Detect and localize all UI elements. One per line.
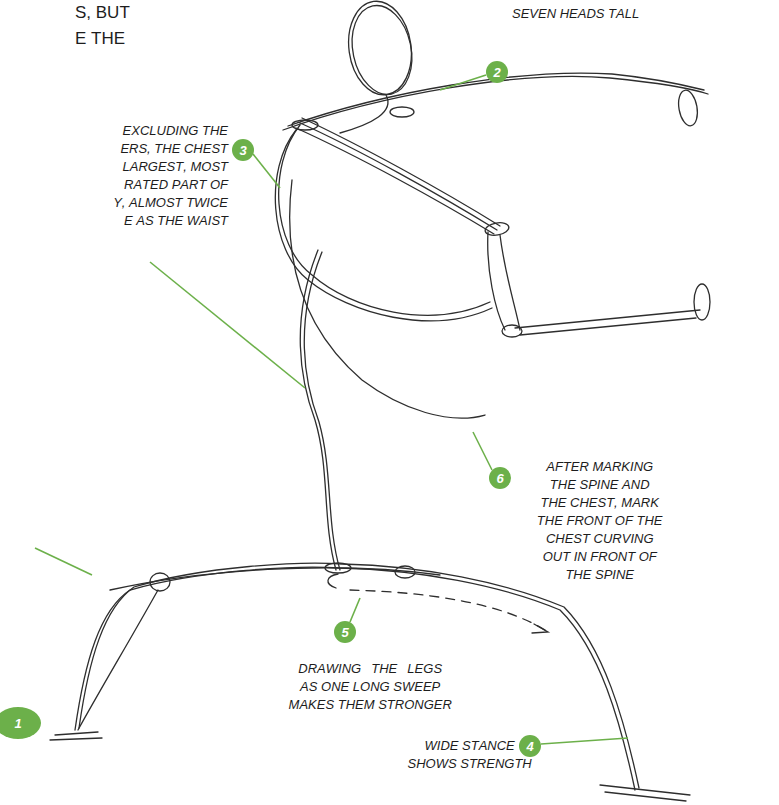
- callout-number: 6: [496, 472, 503, 485]
- leader-line: [440, 75, 486, 90]
- callout-text: S, BUT E THE: [75, 0, 138, 52]
- forearm-line: [515, 310, 700, 328]
- arm-line: [500, 235, 520, 330]
- leg-sweep: [75, 567, 635, 790]
- callout-number: 4: [526, 740, 533, 753]
- hip-joint: [395, 566, 415, 578]
- callout-badge: 3: [232, 139, 254, 161]
- hip-line: [110, 568, 440, 590]
- ground-line: [605, 792, 686, 801]
- hip-joint: [325, 563, 351, 573]
- hand-oval: [676, 89, 700, 128]
- callout-badge: 2: [486, 61, 508, 83]
- spine-line: [304, 252, 340, 570]
- arrow-head: [532, 624, 548, 633]
- forearm-line: [520, 318, 696, 335]
- leader-line: [150, 262, 305, 388]
- callout-text: EXCLUDING THE ERS, THE CHEST LARGEST, MO…: [111, 122, 229, 230]
- sketch-lines: [50, 0, 710, 801]
- chest-front: [290, 180, 485, 418]
- neck-joint: [390, 107, 414, 117]
- head-oval: [343, 0, 417, 99]
- callout-badge: 6: [489, 467, 511, 489]
- callout-badge: 5: [334, 621, 356, 643]
- elbow-joint: [502, 325, 522, 337]
- leader-line: [473, 432, 492, 470]
- ground-line: [55, 732, 98, 735]
- callout-badge: 4: [519, 735, 541, 757]
- callout-badge: 1: [0, 707, 41, 739]
- neck-line: [340, 95, 388, 133]
- callout-number: 3: [239, 144, 246, 157]
- hip-joint: [150, 573, 170, 591]
- hand-oval: [694, 284, 710, 320]
- sweep-arrow: [350, 590, 548, 632]
- chest-back: [275, 130, 492, 321]
- leader-line: [35, 548, 92, 575]
- callout-number: 5: [341, 626, 348, 639]
- leg-sweep: [79, 563, 639, 788]
- collar-line: [296, 128, 494, 234]
- leader-line: [350, 598, 360, 622]
- leader-lines: [35, 75, 628, 744]
- ground-line: [50, 738, 102, 740]
- leg-line: [78, 590, 158, 730]
- callout-text: SEVEN HEADS TALL: [512, 5, 639, 23]
- callout-number: 2: [493, 66, 500, 79]
- collar-line: [302, 118, 500, 226]
- collar-line: [298, 122, 497, 230]
- callout-text: DRAWING THE LEGS AS ONE LONG SWEEP MAKES…: [287, 660, 453, 714]
- leader-line: [541, 738, 628, 744]
- callout-text: AFTER MARKING THE SPINE AND THE CHEST, M…: [536, 458, 663, 584]
- sweep-arrow: [328, 574, 338, 588]
- shoulder-line: [283, 77, 708, 130]
- callout-number: 1: [14, 717, 21, 730]
- leader-line: [253, 154, 280, 188]
- callout-text: WIDE STANCE SHOWS STRENGTH: [404, 737, 535, 773]
- head-oval: [344, 0, 419, 100]
- arm-line: [488, 232, 505, 330]
- spine-line: [300, 250, 336, 570]
